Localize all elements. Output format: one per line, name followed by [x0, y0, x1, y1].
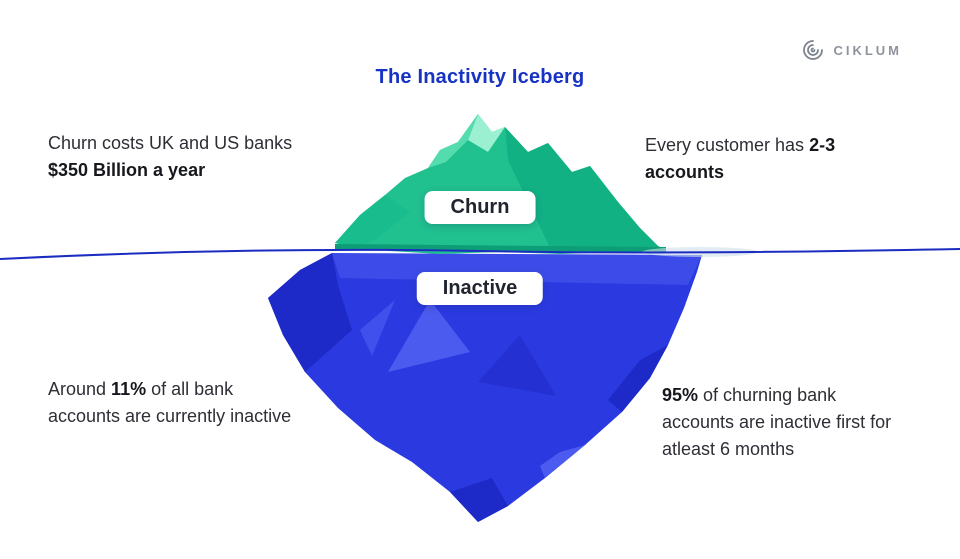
inactive-label-text: Inactive	[442, 277, 518, 299]
iceberg-facet	[450, 478, 508, 522]
iceberg-facet	[540, 445, 585, 478]
stat-text: Churn costs UK and US banks	[48, 133, 293, 153]
stat-highlight: $350 Billion a year	[48, 160, 206, 180]
stat-inactive-accounts: Around 11% of all bank accounts are curr…	[48, 376, 293, 430]
iceberg-facet	[428, 114, 478, 168]
iceberg-facet	[268, 253, 352, 372]
iceberg-facet	[335, 195, 410, 247]
stat-text: Every customer has	[645, 135, 810, 155]
churn-label-text: Churn	[450, 196, 510, 218]
stat-text: of churning bank accounts are inactive f…	[662, 385, 892, 459]
iceberg-facet	[360, 300, 395, 356]
stat-highlight: 95%	[662, 385, 699, 405]
stat-text: of all bank accounts are currently inact…	[48, 379, 292, 426]
iceberg-waterline-strip	[335, 244, 666, 252]
stat-customer-accounts: Every customer has 2-3 accounts	[645, 132, 850, 186]
ciklum-logo: CIKLUM	[801, 38, 902, 62]
iceberg-facet	[478, 335, 556, 396]
ciklum-logo-text: CIKLUM	[833, 42, 902, 58]
ciklum-logo-icon	[803, 40, 824, 60]
stat-churning-inactive: 95% of churning bank accounts are inacti…	[662, 382, 910, 463]
stat-highlight: 11%	[111, 379, 147, 399]
stat-highlight: 2-3 accounts	[645, 135, 836, 182]
churn-label: Churn	[424, 191, 536, 224]
infographic-title: The Inactivity Iceberg	[375, 66, 585, 88]
iceberg-facet	[388, 300, 470, 372]
waterline	[0, 248, 960, 260]
iceberg-facet	[608, 345, 668, 412]
stat-text: Around	[48, 379, 112, 399]
stat-churn-cost: Churn costs UK and US banks $350 Billion…	[48, 130, 316, 184]
iceberg-facet	[505, 127, 666, 252]
inactive-label: Inactive	[416, 272, 544, 305]
iceberg-facet	[468, 114, 505, 152]
